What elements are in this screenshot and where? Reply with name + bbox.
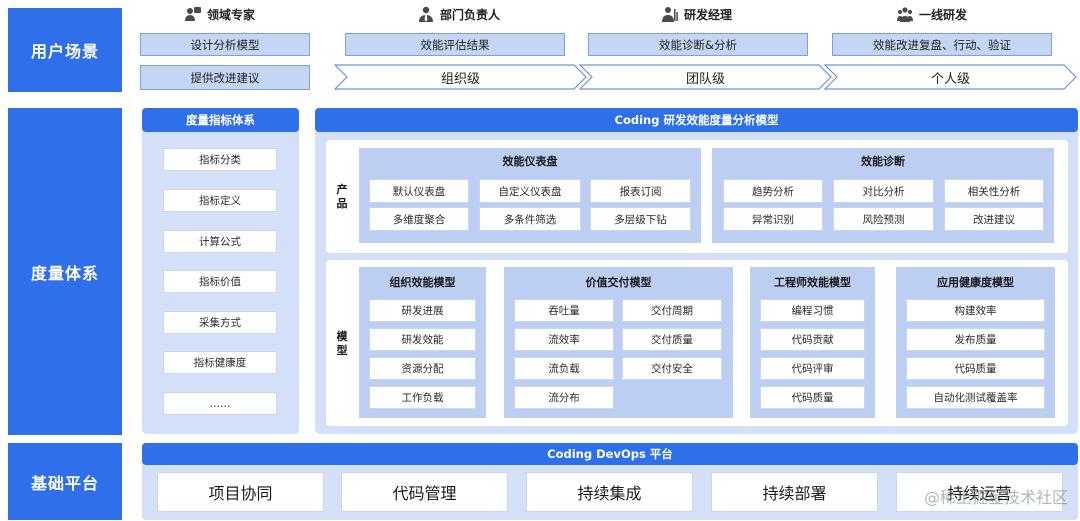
scenario-diagnosis: 效能诊断&分析 xyxy=(588,33,808,56)
diagnosis-title: 效能诊断 xyxy=(861,155,905,168)
persona-label: 一线研发 xyxy=(919,7,968,22)
metric-item: 指标价值 xyxy=(163,270,277,293)
analysis-panel-title: Coding 研发效能度量分析模型 xyxy=(315,108,1078,132)
watermark: @稀土掘金技术社区 xyxy=(923,488,1068,507)
devops-item: 持续集成 xyxy=(526,472,693,512)
dashboard-item: 多层级下钻 xyxy=(590,207,691,231)
org-model-item: 研发效能 xyxy=(369,328,476,351)
app-model-item: 发布质量 xyxy=(906,328,1045,351)
devops-item: 持续部署 xyxy=(711,472,878,512)
metric-item: 指标健康度 xyxy=(163,351,277,374)
metric-item: 计算公式 xyxy=(163,230,277,253)
scenario-design-model: 设计分析模型 xyxy=(140,33,310,56)
value-model-item: 流分布 xyxy=(514,386,614,409)
dashboard-item: 自定义仪表盘 xyxy=(479,179,581,203)
diagnosis-item: 异常识别 xyxy=(723,207,823,231)
expert-icon xyxy=(185,7,201,21)
org-model-title: 组织效能模型 xyxy=(389,276,456,289)
section-metrics-system: 度量体系 xyxy=(8,108,122,435)
metrics-panel-title: 度量指标体系 xyxy=(142,108,299,132)
level-label: 组织级 xyxy=(440,71,480,87)
diagnosis-item: 对比分析 xyxy=(833,179,934,203)
team-icon xyxy=(897,7,913,22)
persona-rd-manager: 研发经理 xyxy=(662,3,732,25)
metric-item: 采集方式 xyxy=(163,311,277,334)
persona-label: 领域专家 xyxy=(207,7,256,22)
scenario-suggestions: 提供改进建议 xyxy=(140,65,310,90)
engineer-model-item: 代码贡献 xyxy=(760,328,865,351)
dashboard-item: 报表订阅 xyxy=(590,179,691,203)
app-model-item: 构建效率 xyxy=(906,299,1045,322)
engineer-model-item: 代码评审 xyxy=(760,357,865,380)
level-label: 个人级 xyxy=(930,71,970,87)
dashboard-item: 多条件筛选 xyxy=(479,207,581,231)
diagnosis-item: 相关性分析 xyxy=(944,179,1044,203)
model-label: 模型 xyxy=(336,330,348,357)
app-model-item: 代码质量 xyxy=(906,357,1045,380)
diagnosis-item: 风险预测 xyxy=(833,207,934,231)
section-user-scenarios: 用户场景 xyxy=(8,8,122,92)
dashboard-item: 默认仪表盘 xyxy=(369,179,469,203)
devops-item: 持续运营 xyxy=(896,472,1063,512)
diagnosis-item: 改进建议 xyxy=(944,207,1044,231)
engineer-model-item: 代码质量 xyxy=(760,386,865,409)
level-team: 团队级 xyxy=(579,64,832,90)
value-model-item: 交付质量 xyxy=(622,328,722,351)
value-model-title: 价值交付模型 xyxy=(585,276,652,289)
persona-frontline-dev: 一线研发 xyxy=(897,3,967,25)
metric-item: 指标定义 xyxy=(163,189,277,212)
scenario-evaluation: 效能评估结果 xyxy=(345,33,565,56)
persona-department-head: 部门负责人 xyxy=(418,3,500,25)
persona-label: 部门负责人 xyxy=(440,7,501,22)
devops-title: Coding DevOps 平台 xyxy=(142,443,1078,465)
product-label: 产品 xyxy=(336,183,348,210)
rd-manager-icon xyxy=(662,7,678,22)
value-model-item: 流效率 xyxy=(514,328,614,351)
dashboard-item: 多维度聚合 xyxy=(369,207,469,231)
dashboard-title: 效能仪表盘 xyxy=(502,155,558,168)
level-label: 团队级 xyxy=(685,71,725,87)
value-model-item: 交付周期 xyxy=(622,299,722,322)
diagnosis-item: 趋势分析 xyxy=(723,179,823,203)
metric-item: …… xyxy=(163,392,277,415)
app-model-item: 自动化测试覆盖率 xyxy=(906,386,1045,409)
value-model-item: 流负载 xyxy=(514,357,614,380)
persona-domain-expert: 领域专家 xyxy=(185,3,255,25)
scenario-improvement: 效能改进复盘、行动、验证 xyxy=(832,33,1052,56)
value-model-item: 交付安全 xyxy=(622,357,722,380)
org-model-item: 资源分配 xyxy=(369,357,476,380)
org-model-item: 工作负载 xyxy=(369,386,476,409)
devops-item: 项目协同 xyxy=(157,472,324,512)
app-model-title: 应用健康度模型 xyxy=(937,276,1014,289)
engineer-model-item: 编程习惯 xyxy=(760,299,865,322)
level-individual: 个人级 xyxy=(824,64,1077,90)
manager-icon xyxy=(419,6,433,22)
section-platform: 基础平台 xyxy=(8,443,122,520)
value-model-item: 吞吐量 xyxy=(514,299,614,322)
engineer-model-title: 工程师效能模型 xyxy=(774,276,851,289)
org-model-item: 研发进展 xyxy=(369,299,476,322)
level-org: 组织级 xyxy=(334,64,587,90)
devops-item: 代码管理 xyxy=(341,472,508,512)
metric-item: 指标分类 xyxy=(163,148,277,171)
persona-label: 研发经理 xyxy=(684,7,733,22)
